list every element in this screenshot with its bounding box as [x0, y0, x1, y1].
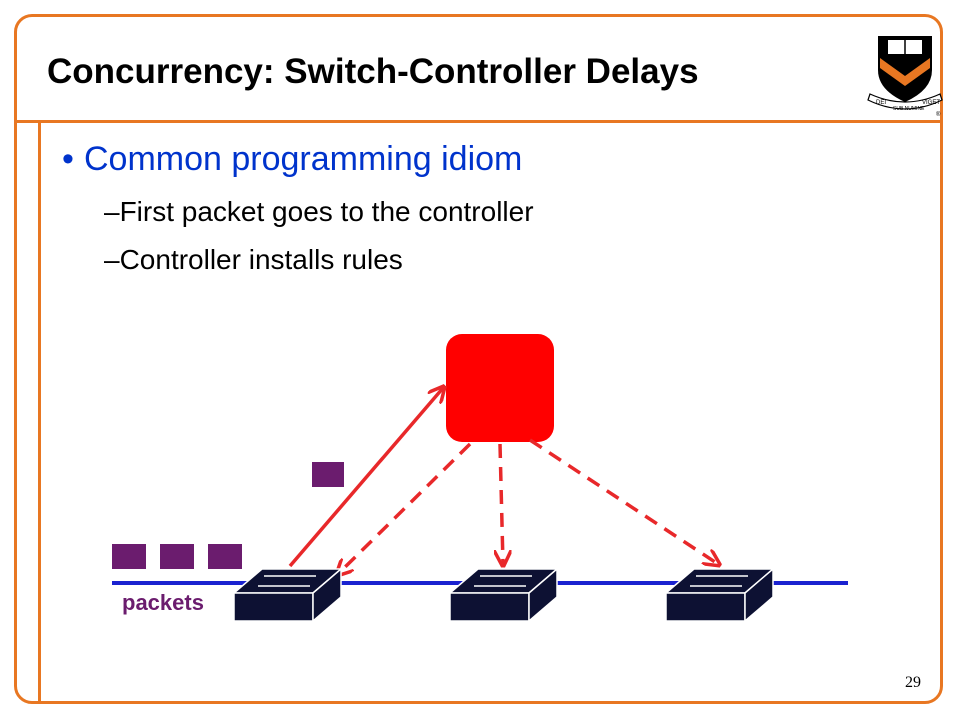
bullet-dot: •: [62, 140, 74, 178]
title-divider: [14, 120, 943, 123]
switch-1: [231, 567, 344, 623]
switch-3: [663, 567, 776, 623]
arrow-packet-to-controller: [288, 388, 443, 568]
queued-packet: [208, 544, 242, 569]
queued-packet: [160, 544, 194, 569]
queued-packet: [112, 544, 146, 569]
controller: [446, 334, 554, 442]
bullet-item: • Common programming idiom: [62, 140, 522, 179]
arrow-rule-to-switch-2: [500, 443, 503, 564]
slide-frame: [14, 14, 943, 704]
bullet-text: Common programming idiom: [84, 140, 523, 178]
in-flight-packet: [312, 462, 344, 487]
motto-ribbon: [867, 93, 943, 110]
slide-title: Concurrency: Switch-Controller Delays: [47, 52, 699, 91]
motto-left: DEI: [876, 100, 886, 106]
packets-label: packets: [122, 590, 204, 615]
slide-number: 29: [905, 674, 921, 691]
registered-mark: ®: [936, 111, 941, 116]
left-margin-rule: [38, 120, 41, 704]
princeton-shield-icon: DEI SUB NUMINE VIGET ®: [867, 36, 943, 116]
motto-right: VIGET: [922, 100, 940, 106]
motto-center: SUB NUMINE: [893, 106, 925, 112]
arrow-rule-to-switch-3: [529, 438, 718, 564]
shield-chevron: [880, 58, 930, 86]
switch-2: [447, 567, 560, 623]
sub-item-install-rules: –Controller installs rules: [104, 244, 403, 275]
arrow-rule-to-switch-1: [338, 442, 472, 574]
sub-item-first-packet: –First packet goes to the controller: [104, 196, 534, 227]
